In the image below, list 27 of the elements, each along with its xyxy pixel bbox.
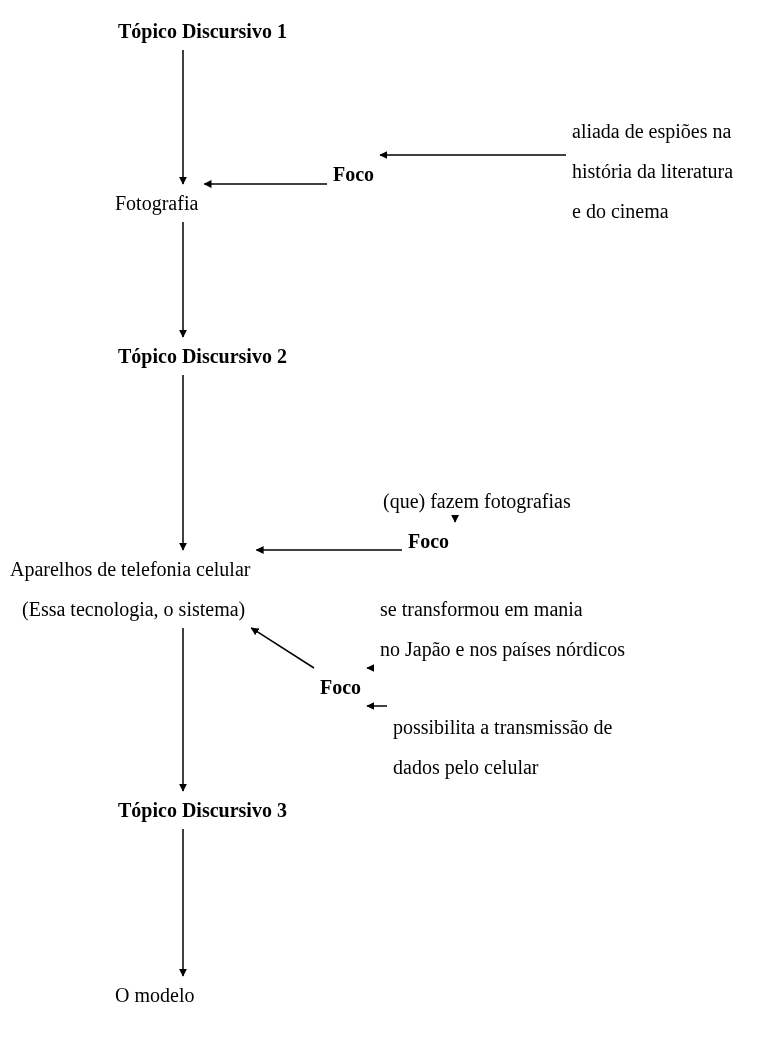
topic-text: Aparelhos de telefonia celular — [10, 556, 251, 582]
topic-heading: Tópico Discursivo 3 — [118, 797, 287, 823]
focus-label: Foco — [333, 161, 375, 187]
focus-text: possibilita a transmissão de dados pelo celular — [393, 707, 633, 787]
topic-text: O modelo — [115, 982, 195, 1008]
arrow — [203, 180, 328, 188]
text-label: se transformou em mania — [380, 597, 583, 622]
arrow — [179, 221, 187, 338]
focus-label: Foco — [320, 674, 362, 700]
focus-text: (que) fazem fotografias — [383, 488, 571, 514]
focus-label: Foco — [408, 528, 450, 554]
arrow — [250, 627, 315, 669]
arrow — [179, 49, 187, 185]
arrow — [255, 546, 403, 554]
focus-text: aliada de espiões na história da literatura e do cinema — [572, 111, 740, 231]
focus-text: no Japão e nos países nórdicos — [380, 636, 625, 662]
topic-text: Fotografia — [115, 190, 199, 216]
arrow — [179, 627, 187, 792]
arrow — [366, 664, 375, 672]
topic-heading: Tópico Discursivo 2 — [118, 343, 287, 369]
arrow — [179, 374, 187, 551]
topic-heading: Tópico Discursivo 1 — [118, 18, 287, 44]
topic-text: (Essa tecnologia, o sistema) — [22, 596, 246, 622]
arrow — [366, 702, 388, 710]
arrow — [179, 828, 187, 977]
arrow — [379, 151, 567, 159]
arrow — [451, 514, 460, 523]
